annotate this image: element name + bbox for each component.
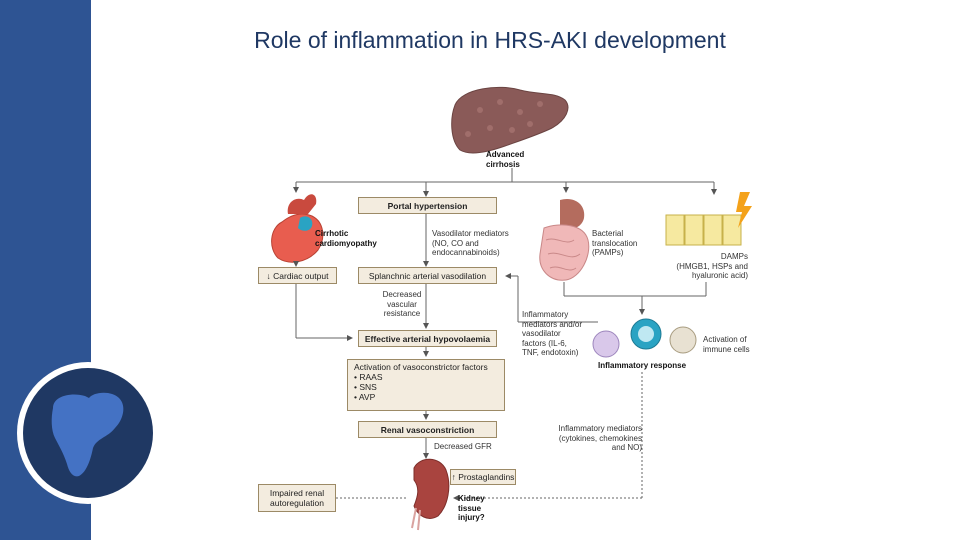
renal-vasoconstriction-box: Renal vasoconstriction	[358, 421, 497, 438]
inflammatory-mediators-vaso-label: Inflammatory mediators and/or vasodilato…	[522, 310, 583, 357]
heart-illustration	[271, 194, 324, 263]
cardiac-output-box: ↓ Cardiac output	[258, 267, 337, 284]
damps-label: DAMPs (HMGB1, HSPs and hyaluronic acid)	[676, 252, 748, 280]
slide-title: Role of inflammation in HRS-AKI developm…	[254, 27, 726, 53]
epithelium-illustration	[665, 192, 752, 246]
impaired-autoregulation-box: Impaired renal autoregulation	[258, 484, 336, 512]
prostaglandins-box: ↑ Prostaglandins	[450, 469, 516, 485]
logo-badge	[17, 362, 159, 504]
effective-hypovolaemia-box: Effective arterial hypovolaemia	[358, 330, 497, 347]
inflammatory-mediators-cyto-label: Inflammatory mediators (cytokines, chemo…	[558, 424, 642, 452]
bacterial-translocation-label: Bacterial translocation (PAMPs)	[592, 229, 638, 257]
advanced-cirrhosis-label: Advanced cirrhosis	[486, 150, 525, 169]
kidney-injury-label: Kidney tissue injury?	[458, 494, 485, 522]
immune-cells-illustration	[592, 318, 697, 358]
gut-illustration	[539, 198, 590, 281]
inflammatory-response-label: Inflammatory response	[598, 361, 687, 370]
decreased-resistance-label: Decreased vascular resistance	[382, 290, 422, 318]
splanchnic-vasodilation-box: Splanchnic arterial vasodilation	[358, 267, 497, 284]
vasodilator-mediators-label: Vasodilator mediators (NO, CO and endoca…	[432, 229, 509, 257]
activation-immune-cells-label: Activation of immune cells	[703, 335, 750, 354]
kidney-illustration	[411, 458, 450, 531]
logo-circle	[23, 368, 153, 498]
decreased-gfr-label: Decreased GFR	[434, 442, 492, 451]
portal-hypertension-box: Portal hypertension	[358, 197, 497, 214]
vasoconstrictor-factors-box: Activation of vasoconstrictor factors • …	[347, 359, 505, 411]
liver-illustration	[451, 86, 569, 154]
liver-icon	[51, 392, 124, 477]
cirrhotic-cardiomyopathy-label: Cirrhotic cardiomyopathy	[315, 229, 377, 248]
